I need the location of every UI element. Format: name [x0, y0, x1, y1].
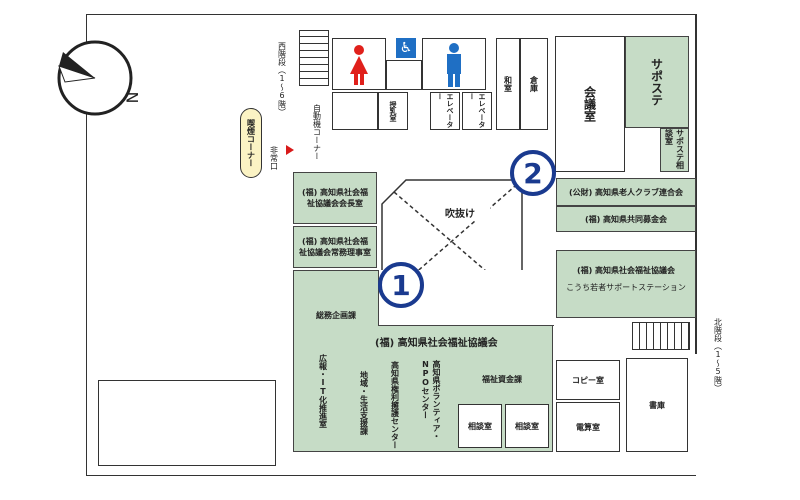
- storage-bottom: 書庫: [626, 358, 688, 452]
- emergency-exit: 非常口: [269, 146, 279, 170]
- elderly-club: (公財) 高知県老人クラブ連合会: [556, 178, 696, 206]
- smoking-corner: 喫煙コーナー: [240, 108, 262, 178]
- managing-director-room: (福) 高知県社会福祉協議会常務理事室: [293, 226, 377, 268]
- chairman-room: (福) 高知県社会福祉協議会会長室: [293, 172, 377, 224]
- restroom-female: [332, 38, 386, 90]
- vending-corner: 自動機コーナー: [312, 104, 322, 160]
- west-stairs: [299, 30, 329, 86]
- community-chest: (福) 高知県共同募金会: [556, 206, 696, 232]
- consult-room-2: 相談室: [505, 404, 549, 448]
- exit-arrow-icon: [286, 145, 294, 155]
- computer-room: 電算室: [556, 402, 620, 452]
- welfare-council-main: (福) 高知県社会福祉協議会: [375, 337, 498, 349]
- elevator-1: エレベーター: [430, 92, 460, 130]
- storage-top: 倉庫: [520, 38, 548, 130]
- building-outline: [86, 14, 696, 476]
- elevator-2: エレベーター: [462, 92, 492, 130]
- consult-room-1: 相談室: [458, 404, 502, 448]
- accessible-toilet: [386, 60, 422, 90]
- compass: [55, 38, 135, 118]
- community-support: 地域・生活支援課: [359, 371, 369, 435]
- restroom-male: [422, 38, 486, 90]
- pr-it: 広報・IT化推進室: [318, 354, 328, 428]
- nursing-room: 授乳室: [378, 92, 408, 130]
- compass-icon: [57, 40, 133, 116]
- west-stairs-label: 西階段（1〜6階）: [277, 42, 287, 116]
- vending-area: [332, 92, 378, 130]
- npo-center: 高知県ボランティア・NPOセンター: [421, 360, 441, 440]
- conference-room: 会議室: [555, 36, 625, 172]
- marker-2[interactable]: 2: [510, 150, 556, 196]
- north-stairs-label: 北階段（1〜5階）: [713, 318, 723, 392]
- welfare-funds: 福祉資金課: [482, 374, 522, 384]
- compass-letter: N: [122, 91, 142, 104]
- north-stairs: [632, 322, 690, 350]
- youth-support-label: こうち若者サポートステーション: [566, 283, 686, 292]
- washitsu: 和室: [496, 38, 520, 130]
- marker-1[interactable]: 1: [378, 262, 424, 308]
- female-icon: [350, 45, 368, 85]
- blank-room: [98, 380, 276, 466]
- support-consult: サポステ相談室: [660, 128, 689, 172]
- rights-advocacy: 高知県権利擁護センター: [390, 361, 400, 449]
- welfare-council-right: (福) 高知県社会福祉協議会 こうち若者サポートステーション: [556, 250, 696, 318]
- general-planning: 総務企画課: [316, 310, 356, 320]
- accessible-icon: ♿: [396, 38, 416, 58]
- male-icon: [447, 43, 461, 87]
- support-station: サポステ: [625, 36, 689, 128]
- copy-room: コピー室: [556, 360, 620, 400]
- atrium-label: 吹抜け: [430, 204, 490, 220]
- welfare-council-right-label: (福) 高知県社会福祉協議会: [576, 266, 676, 275]
